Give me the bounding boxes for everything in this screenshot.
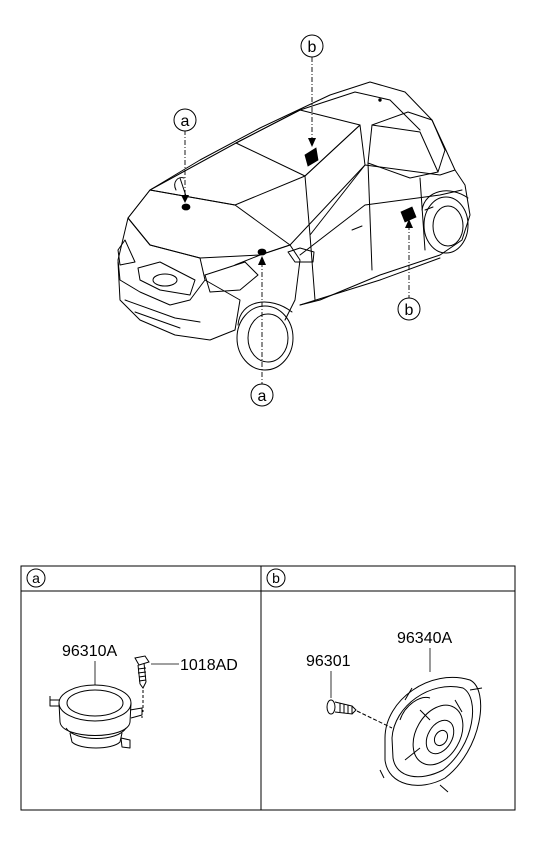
- tweeter-screw-drawing: [134, 655, 150, 712]
- table-header-a: a: [26, 568, 46, 588]
- svg-text:b: b: [272, 570, 280, 586]
- part-label-96310A: 96310A: [62, 643, 117, 660]
- callout-windshield: a: [173, 108, 197, 132]
- callout-door: b: [397, 297, 421, 321]
- windshield-tweeter-marker: [181, 203, 191, 211]
- table-header-b: b: [266, 568, 286, 588]
- leader-lines: [184, 57, 410, 384]
- tweeter-speaker-drawing: [49, 684, 143, 749]
- parts-table: [20, 565, 516, 811]
- svg-text:b: b: [405, 302, 414, 319]
- part-label-96340A: 96340A: [397, 630, 452, 647]
- car-illustration: [117, 81, 471, 371]
- roof-speaker-marker: [304, 147, 319, 167]
- svg-text:b: b: [308, 39, 317, 56]
- callout-front-roof: b: [300, 34, 324, 58]
- svg-text:a: a: [32, 570, 40, 586]
- door-screw-drawing: [326, 699, 393, 729]
- callout-pillar: a: [250, 383, 274, 407]
- part-label-96301: 96301: [306, 653, 351, 670]
- door-speaker-drawing: [379, 676, 483, 793]
- speaker-markers: [181, 147, 417, 256]
- svg-text:a: a: [181, 113, 190, 130]
- leader-arrowheads: [181, 138, 413, 265]
- svg-text:a: a: [258, 388, 267, 405]
- door-speaker-marker: [400, 206, 417, 223]
- pillar-tweeter-marker: [257, 248, 267, 256]
- part-label-1018AD: 1018AD: [180, 657, 238, 674]
